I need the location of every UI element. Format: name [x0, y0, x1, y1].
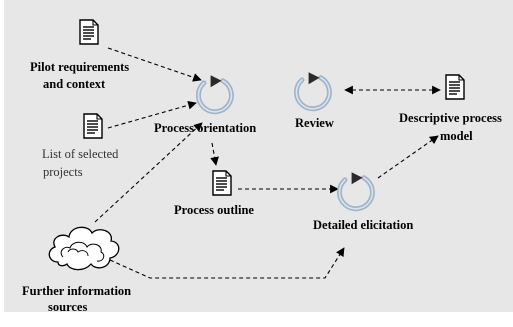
selected-projects-line2: projects — [43, 165, 83, 179]
pilot-requirements-line1: Pilot requirements — [30, 60, 129, 74]
arrow-sources-to-elicitation — [109, 247, 345, 279]
arrow-projects-to-orientation — [107, 100, 197, 129]
arrow-orientation-to-outline — [210, 142, 219, 166]
descriptive-model-line1: Descriptive process — [399, 111, 502, 125]
document-icon — [83, 113, 103, 139]
arrow-sources-to-orientation — [94, 122, 203, 223]
review-label: Review — [295, 116, 334, 130]
document-icon — [79, 19, 99, 45]
document-icon — [445, 74, 465, 100]
selected-projects-line1: List of selected — [42, 147, 119, 161]
cycle-icon — [339, 172, 372, 209]
arrow-pilot-to-orientation — [107, 47, 202, 82]
process-outline-label: Process outline — [174, 203, 254, 217]
cycle-icon — [198, 75, 231, 112]
arrow-elicitation-to-model — [377, 135, 439, 179]
process-orientation-label: Process orientation — [154, 121, 256, 135]
detailed-elicitation-label: Detailed elicitation — [313, 218, 413, 232]
cloud-icon — [48, 226, 120, 271]
further-sources-line1: Further information — [22, 284, 131, 298]
further-sources-line2: sources — [48, 300, 87, 314]
document-icon — [212, 170, 232, 196]
cycle-icon — [296, 72, 329, 109]
descriptive-model-line2: model — [440, 129, 473, 143]
pilot-requirements-line2: and context — [43, 77, 106, 91]
